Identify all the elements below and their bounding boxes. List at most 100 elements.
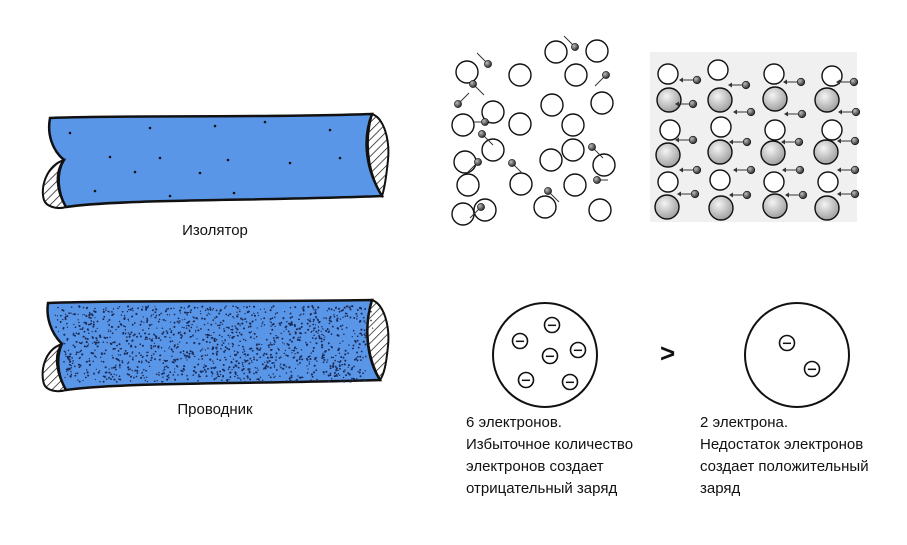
- free-electron-dot: [257, 369, 259, 371]
- free-electron-dot: [154, 311, 157, 314]
- free-electron-dot: [124, 349, 127, 352]
- free-electron-dot: [359, 375, 362, 378]
- free-electron-dot: [343, 381, 345, 383]
- free-electron-dot: [136, 365, 139, 369]
- free-electron-dot: [333, 371, 336, 374]
- free-electron-dot: [231, 345, 234, 348]
- free-electron-dot: [203, 364, 205, 366]
- free-electron-dot: [196, 326, 198, 328]
- free-electron-dot: [131, 352, 134, 354]
- free-electron-dot: [202, 366, 205, 369]
- free-electron-dot: [258, 343, 260, 346]
- free-electron-dot: [244, 361, 246, 363]
- free-electron-dot: [344, 369, 346, 371]
- free-electron-dot: [146, 354, 149, 357]
- free-electron-dot: [165, 365, 168, 368]
- free-electron-dot: [131, 358, 134, 361]
- free-electron-dot: [145, 376, 148, 378]
- free-electron-dot: [145, 359, 147, 361]
- free-electron-dot: [131, 369, 133, 372]
- free-electron-dot: [70, 366, 73, 369]
- free-electron-dot: [175, 365, 178, 367]
- free-electron-dot: [274, 313, 277, 315]
- free-electron-dot: [208, 334, 211, 337]
- free-electron-dot: [254, 367, 256, 369]
- free-electron-dot: [310, 352, 312, 354]
- free-electron-dot: [330, 377, 333, 380]
- free-electron-dot: [68, 355, 71, 358]
- lattice-atom: [821, 65, 843, 87]
- lattice-atom: [590, 91, 614, 115]
- electron-sign: −: [515, 335, 526, 350]
- free-electron-dot: [317, 306, 320, 309]
- lattice-atom: [563, 173, 587, 197]
- free-electron-dot: [78, 380, 81, 383]
- free-electron-dot: [295, 378, 298, 381]
- free-electron-dot: [316, 318, 320, 322]
- free-electron-dot: [236, 353, 238, 355]
- positive-charge-caption: 2 электрона. Недостаток электронов созда…: [700, 414, 869, 497]
- free-electron-dot: [141, 308, 143, 311]
- free-electron-dot: [186, 311, 189, 314]
- free-electron-dot: [339, 342, 341, 345]
- free-electron-dot: [202, 338, 205, 341]
- free-electron-dot: [64, 318, 67, 321]
- free-electron-dot: [307, 328, 310, 331]
- free-electron-dot: [364, 336, 367, 339]
- free-electron-dot: [128, 335, 131, 338]
- free-electron-dot: [123, 352, 126, 355]
- arrow-head: [729, 139, 733, 145]
- free-electron-dot: [224, 339, 226, 341]
- free-electron-dot: [102, 360, 105, 363]
- free-electron-dot: [280, 332, 283, 335]
- free-electron-dot: [90, 322, 93, 325]
- arrow-head: [836, 79, 840, 85]
- free-electron-dot: [297, 375, 299, 377]
- free-electron-dot: [233, 335, 236, 338]
- free-electron-dot: [179, 341, 181, 343]
- free-electron-dot: [180, 369, 183, 372]
- free-electron-dot: [94, 330, 97, 333]
- free-electron-dot: [204, 349, 207, 351]
- free-electron-dot: [92, 325, 95, 328]
- free-electron-dot: [109, 330, 112, 332]
- free-electron-dot: [126, 310, 129, 313]
- free-electron-dot: [222, 319, 225, 322]
- free-electron-dot: [317, 332, 319, 334]
- free-electron-dot: [215, 322, 217, 324]
- free-electron-dot: [212, 307, 215, 310]
- electron-symbol: −: [778, 334, 796, 352]
- lattice-atom: [821, 119, 843, 141]
- free-electron-dot: [102, 380, 105, 383]
- free-electron-dot: [209, 358, 212, 361]
- free-electron-dot: [147, 305, 150, 307]
- free-electron-dot: [144, 338, 146, 340]
- free-electron-dot: [209, 306, 211, 309]
- free-electron-dot: [188, 330, 191, 333]
- lattice-atom: [817, 171, 839, 193]
- free-electron-dot: [345, 326, 348, 329]
- free-electron-dot: [213, 340, 216, 343]
- free-electron-dot: [359, 355, 362, 358]
- electron: [692, 75, 702, 85]
- free-electron-dot: [314, 338, 317, 340]
- free-electron-dot: [348, 344, 350, 346]
- free-electron-dot: [194, 371, 197, 374]
- lattice-atom: [814, 87, 840, 113]
- free-electron-dot: [354, 340, 356, 342]
- free-electron-dot: [275, 368, 278, 371]
- free-electron-dot: [115, 328, 117, 331]
- free-electron-dot: [78, 324, 81, 327]
- free-electron-dot: [199, 310, 202, 312]
- free-electron-dot: [316, 360, 318, 362]
- free-electron-dot: [119, 348, 121, 350]
- free-electron-dot: [169, 328, 171, 330]
- free-electron-dot: [217, 324, 219, 327]
- lattice-directed-motion: [650, 52, 861, 222]
- free-electron-dot: [308, 361, 311, 363]
- free-electron-dot: [169, 321, 172, 323]
- free-electron-dot: [92, 360, 94, 363]
- free-electron-dot: [103, 336, 105, 338]
- free-electron-dot: [271, 356, 274, 359]
